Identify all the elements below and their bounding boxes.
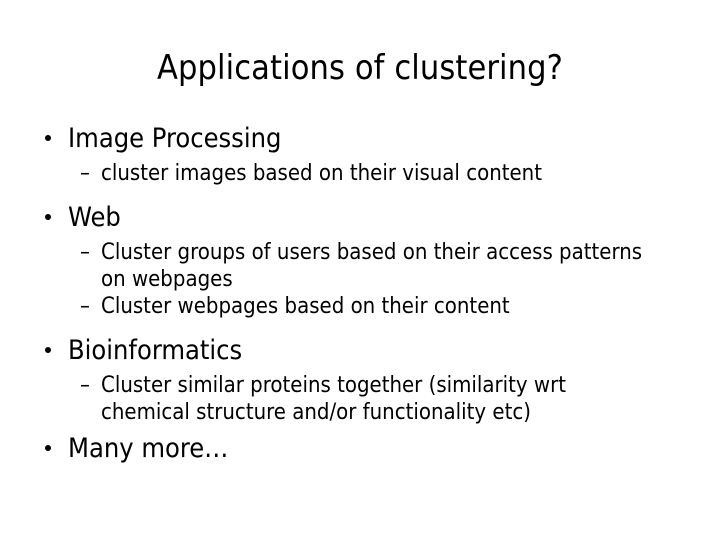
bullet-image-processing: Image Processing [0, 122, 720, 156]
bullet-group-web: Web – Cluster groups of users based on t… [0, 201, 720, 320]
subbullet-label: Cluster webpages based on their content [101, 294, 510, 319]
subbullet-cluster-proteins: – Cluster similar proteins together (sim… [0, 372, 720, 426]
spacer [0, 187, 720, 201]
bullet-dot-icon [45, 135, 51, 141]
bullet-group-many-more: Many more… [0, 432, 720, 466]
bullet-label: Many more… [68, 433, 229, 464]
subbullet-cluster-users: – Cluster groups of users based on their… [0, 239, 720, 293]
bullet-dot-icon [45, 214, 51, 220]
dash-icon: – [80, 161, 90, 186]
slide-body: Image Processing – cluster images based … [0, 122, 720, 466]
slide-title: Applications of clustering? [156, 48, 564, 88]
subbullet-cluster-images: – cluster images based on their visual c… [0, 160, 720, 187]
bullet-label: Image Processing [68, 123, 282, 154]
bullet-label: Bioinformatics [68, 335, 243, 366]
bullet-label: Web [68, 202, 121, 233]
bullet-bioinformatics: Bioinformatics [0, 334, 720, 368]
bullet-group-bioinformatics: Bioinformatics – Cluster similar protein… [0, 334, 720, 426]
subbullet-label: Cluster groups of users based on their a… [101, 240, 643, 292]
bullet-dot-icon [45, 347, 51, 353]
dash-icon: – [80, 240, 90, 265]
subbullet-label: cluster images based on their visual con… [101, 161, 542, 186]
bullet-web: Web [0, 201, 720, 235]
dash-icon: – [80, 294, 90, 319]
bullet-group-image-processing: Image Processing – cluster images based … [0, 122, 720, 187]
spacer [0, 320, 720, 334]
subbullet-label: Cluster similar proteins together (simil… [101, 373, 566, 425]
subbullet-cluster-webpages: – Cluster webpages based on their conten… [0, 293, 720, 320]
bullet-many-more: Many more… [0, 432, 720, 466]
dash-icon: – [80, 373, 90, 398]
bullet-dot-icon [45, 445, 51, 451]
